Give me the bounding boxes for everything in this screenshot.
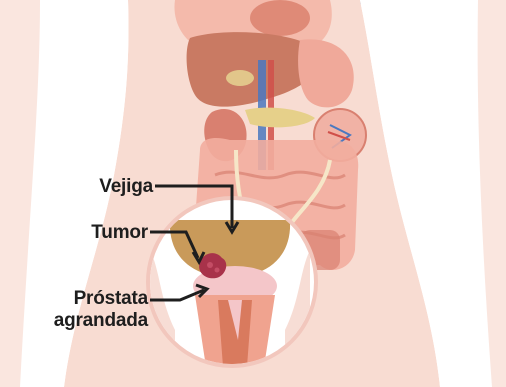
prostate-label-line2: agrandada [30, 310, 148, 332]
heart [250, 0, 310, 36]
prostate-label-line1: Próstata [30, 288, 148, 310]
bladder-label: Vejiga [60, 176, 153, 198]
tumor-label: Tumor [50, 222, 148, 244]
gallbladder [226, 70, 254, 86]
